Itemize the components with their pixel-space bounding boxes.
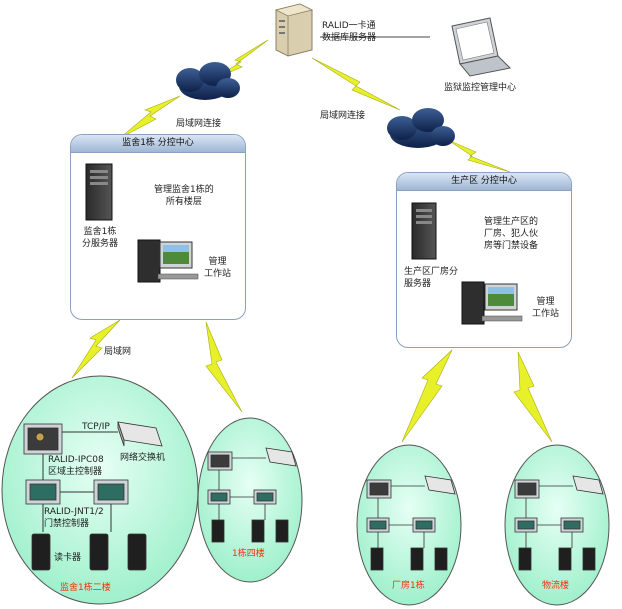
site-logistics-name: 物流楼: [542, 581, 570, 591]
ipc08-label: RALID-IPC08 区域主控制器: [48, 455, 104, 477]
lan-link-left-label: 局域网连接: [176, 119, 222, 129]
bolt-panel-left-site4: [205, 321, 243, 413]
site-floor2-name: 监舍1栋二楼: [60, 583, 111, 593]
main-server-label: RALID一卡通 数据库服务器: [322, 21, 377, 43]
left-server-label: 监舍1栋 分服务器: [82, 227, 119, 249]
lightning-links: [71, 39, 553, 443]
jnt-label: RALID-JNT1/2 门禁控制器: [44, 507, 104, 529]
card-reader-icon-2: [89, 533, 109, 571]
site-factory1-devices: [366, 475, 456, 571]
left-workstation-label: 管理 工作站: [204, 257, 232, 279]
card-reader-icon-3: [127, 533, 147, 571]
switch-label: 网络交换机: [120, 453, 166, 463]
left-server-tower-icon-top: [85, 163, 113, 221]
cloud-left: [176, 62, 240, 100]
laptop-icon: [451, 17, 512, 77]
prison-monitor-label: 监狱监控管理中心: [444, 83, 517, 93]
left-manage-text: 管理监舍1栋的 所有楼层: [154, 185, 214, 207]
bolt-server-cloud-right: [311, 57, 401, 111]
site-floor2-devices: [23, 421, 163, 571]
lan-small-label: 局域网: [104, 347, 132, 357]
panel-left: 监舍1栋 分控中心: [70, 134, 246, 320]
site-logistics-devices: [514, 475, 604, 571]
right-workstation-label: 管理 工作站: [532, 297, 560, 319]
right-workstation-icon-top: [461, 281, 523, 325]
cloud-right: [387, 108, 455, 148]
tcpip-label: TCP/IP: [82, 422, 110, 432]
site-floor4-devices: [207, 447, 297, 543]
bolt-panel-right-factory: [401, 349, 453, 443]
reader-label: 读卡器: [54, 553, 82, 563]
right-server-tower-icon-top: [411, 202, 437, 260]
right-server-label: 生产区厂房分 服务器: [404, 267, 459, 289]
right-manage-text: 管理生产区的 厂房、犯人伙 房等门禁设备: [484, 217, 539, 251]
panel-left-title: 监舍1栋 分控中心: [71, 135, 245, 153]
bolt-panel-right-logistics: [513, 351, 553, 443]
left-workstation-icon-top: [137, 239, 199, 283]
panel-right-title: 生产区 分控中心: [397, 173, 571, 191]
bolt-panel-left-site: [71, 319, 121, 379]
main-server-icon: [274, 3, 314, 57]
lan-link-right-label: 局域网连接: [320, 111, 366, 121]
card-reader-icon-1: [31, 533, 51, 571]
site-floor4-name: 1栋四楼: [232, 549, 265, 559]
panel-right: 生产区 分控中心: [396, 172, 572, 348]
site-factory1-name: 厂房1栋: [392, 581, 425, 591]
